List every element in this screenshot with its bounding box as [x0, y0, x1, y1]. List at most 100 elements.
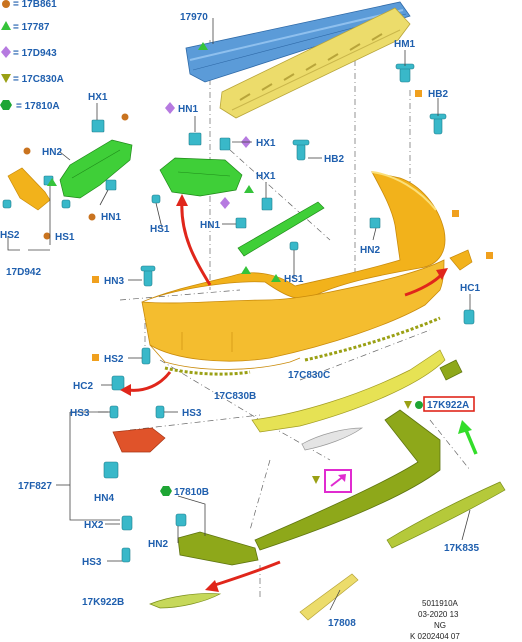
clip-hx2 — [121, 515, 133, 531]
legend-item-17c830a: = 17C830A — [1, 74, 64, 85]
label-hs1-mid: HS1 — [150, 224, 170, 235]
olive-triangle-down-icon — [404, 401, 412, 409]
orange-dot-icon — [88, 213, 96, 221]
callout-labels: 17970 HM1 HB2 HB2 HX1 HN2 HN1 HS2 HS1 17… — [0, 12, 480, 629]
label-hb2-mid: HB2 — [324, 154, 344, 165]
green-triangle-icon — [241, 266, 251, 274]
label-hx1-right: HX1 — [256, 171, 276, 182]
info-line-1: 5011910A — [422, 599, 459, 608]
clip-hn2-right — [369, 217, 381, 229]
green-hexagon-icon — [0, 100, 12, 110]
clip-hc1 — [463, 309, 475, 325]
clip-hb2-mid — [292, 139, 310, 161]
clip-hn3 — [140, 265, 156, 287]
clip-hn1-mid — [188, 132, 202, 146]
label-hn2-right: HN2 — [360, 245, 380, 256]
orange-dot-icon — [23, 147, 31, 155]
legend-label: = 17810A — [16, 101, 60, 112]
label-17810b: 17810B — [174, 487, 209, 498]
clip-hs3-bottom — [121, 547, 131, 563]
orange-square-icon — [92, 354, 99, 361]
label-hc1: HC1 — [460, 283, 480, 294]
clip-hs2-mid — [141, 347, 151, 365]
bracket-hc1-right — [449, 249, 473, 271]
arrowhead-icon — [176, 194, 188, 206]
clip-hx1-right — [261, 197, 273, 211]
label-hs3-right: HS3 — [182, 408, 202, 419]
rear-bumper-cover — [141, 171, 446, 370]
trim-17c830b — [164, 366, 251, 376]
label-hx1-left: HX1 — [88, 92, 108, 103]
green-triangle-icon — [1, 21, 11, 30]
legend-item-17d943: = 17D943 — [1, 46, 57, 59]
label-17c830c: 17C830C — [288, 370, 330, 381]
clip-hs1-right — [289, 241, 299, 251]
olive-triangle-down-icon — [312, 476, 320, 484]
orange-dot-icon — [121, 113, 129, 121]
green-bracket-left — [59, 139, 133, 199]
legend-item-17810a: = 17810A — [0, 100, 60, 112]
label-hn2-bottom: HN2 — [148, 539, 168, 550]
orange-square-icon — [415, 90, 422, 97]
label-hn3: HN3 — [104, 276, 124, 287]
arrowhead-icon — [436, 268, 448, 280]
label-hm1: HM1 — [394, 39, 416, 50]
arrowhead-icon — [338, 474, 346, 482]
info-line-4: K 0202404 07 — [410, 632, 460, 641]
clip-hs3-right — [155, 405, 165, 419]
reflector-17f827 — [112, 427, 166, 453]
legend-label: = 17787 — [13, 22, 50, 33]
arrowhead-icon — [458, 420, 472, 434]
clip-hn4 — [103, 461, 119, 479]
clip-hx1-left — [91, 119, 105, 133]
fastener-clips — [2, 63, 475, 563]
label-hn1-right: HN1 — [200, 220, 220, 231]
red-arrows — [120, 194, 448, 592]
energy-absorber — [219, 7, 411, 119]
legend-label: = 17B861 — [13, 0, 57, 10]
clip-hn1-left — [105, 179, 117, 191]
green-triangle-icon — [198, 42, 208, 50]
label-hs3-bottom: HS3 — [82, 557, 102, 568]
label-hn4: HN4 — [94, 493, 114, 504]
clip-hn2-bottom — [175, 513, 187, 527]
label-17k835: 17K835 — [444, 543, 479, 554]
orange-square-icon — [452, 210, 459, 217]
label-hn1-left: HN1 — [101, 212, 121, 223]
label-17c830b: 17C830B — [214, 391, 256, 402]
clip-hc2 — [111, 375, 125, 391]
strip-17808 — [299, 573, 359, 621]
part-17810b — [177, 531, 259, 566]
green-dot-icon — [415, 401, 423, 409]
bracket-17k922a-small — [439, 359, 463, 381]
label-17k922a: 17K922A — [427, 400, 469, 411]
orange-dot-icon — [43, 232, 51, 240]
label-hs3-left: HS3 — [70, 408, 90, 419]
label-17f827: 17F827 — [18, 481, 52, 492]
info-line-2: 03-2020 13 — [418, 610, 459, 619]
magenta-detail-box — [312, 469, 352, 493]
part-markers — [23, 42, 493, 496]
green-triangle-icon — [47, 178, 57, 186]
green-pointer-arrow — [458, 420, 478, 455]
diagram-info-block: 5011910A 03-2020 13 NG K 0202404 07 — [410, 599, 460, 641]
label-17970: 17970 — [180, 12, 208, 23]
diffuser-17k922a — [254, 409, 441, 551]
label-hx1-mid: HX1 — [256, 138, 276, 149]
green-triangle-icon — [271, 274, 281, 282]
clip-hb2-top — [429, 113, 447, 135]
bracket-17d942 — [7, 167, 51, 211]
leader-lines — [7, 18, 471, 611]
assembly-lines — [119, 40, 471, 600]
info-line-3: NG — [434, 621, 446, 630]
chrome-strip — [301, 427, 364, 451]
trim-17c830c — [304, 316, 441, 362]
orange-dot-icon — [2, 0, 10, 8]
purple-diamond-icon — [220, 197, 230, 209]
label-hs1-right: HS1 — [284, 274, 304, 285]
clip-hx1-mid — [219, 137, 231, 151]
orange-square-icon — [486, 252, 493, 259]
trim-17k835 — [386, 481, 506, 549]
arrowhead-icon — [205, 580, 219, 592]
label-17808: 17808 — [328, 618, 356, 629]
